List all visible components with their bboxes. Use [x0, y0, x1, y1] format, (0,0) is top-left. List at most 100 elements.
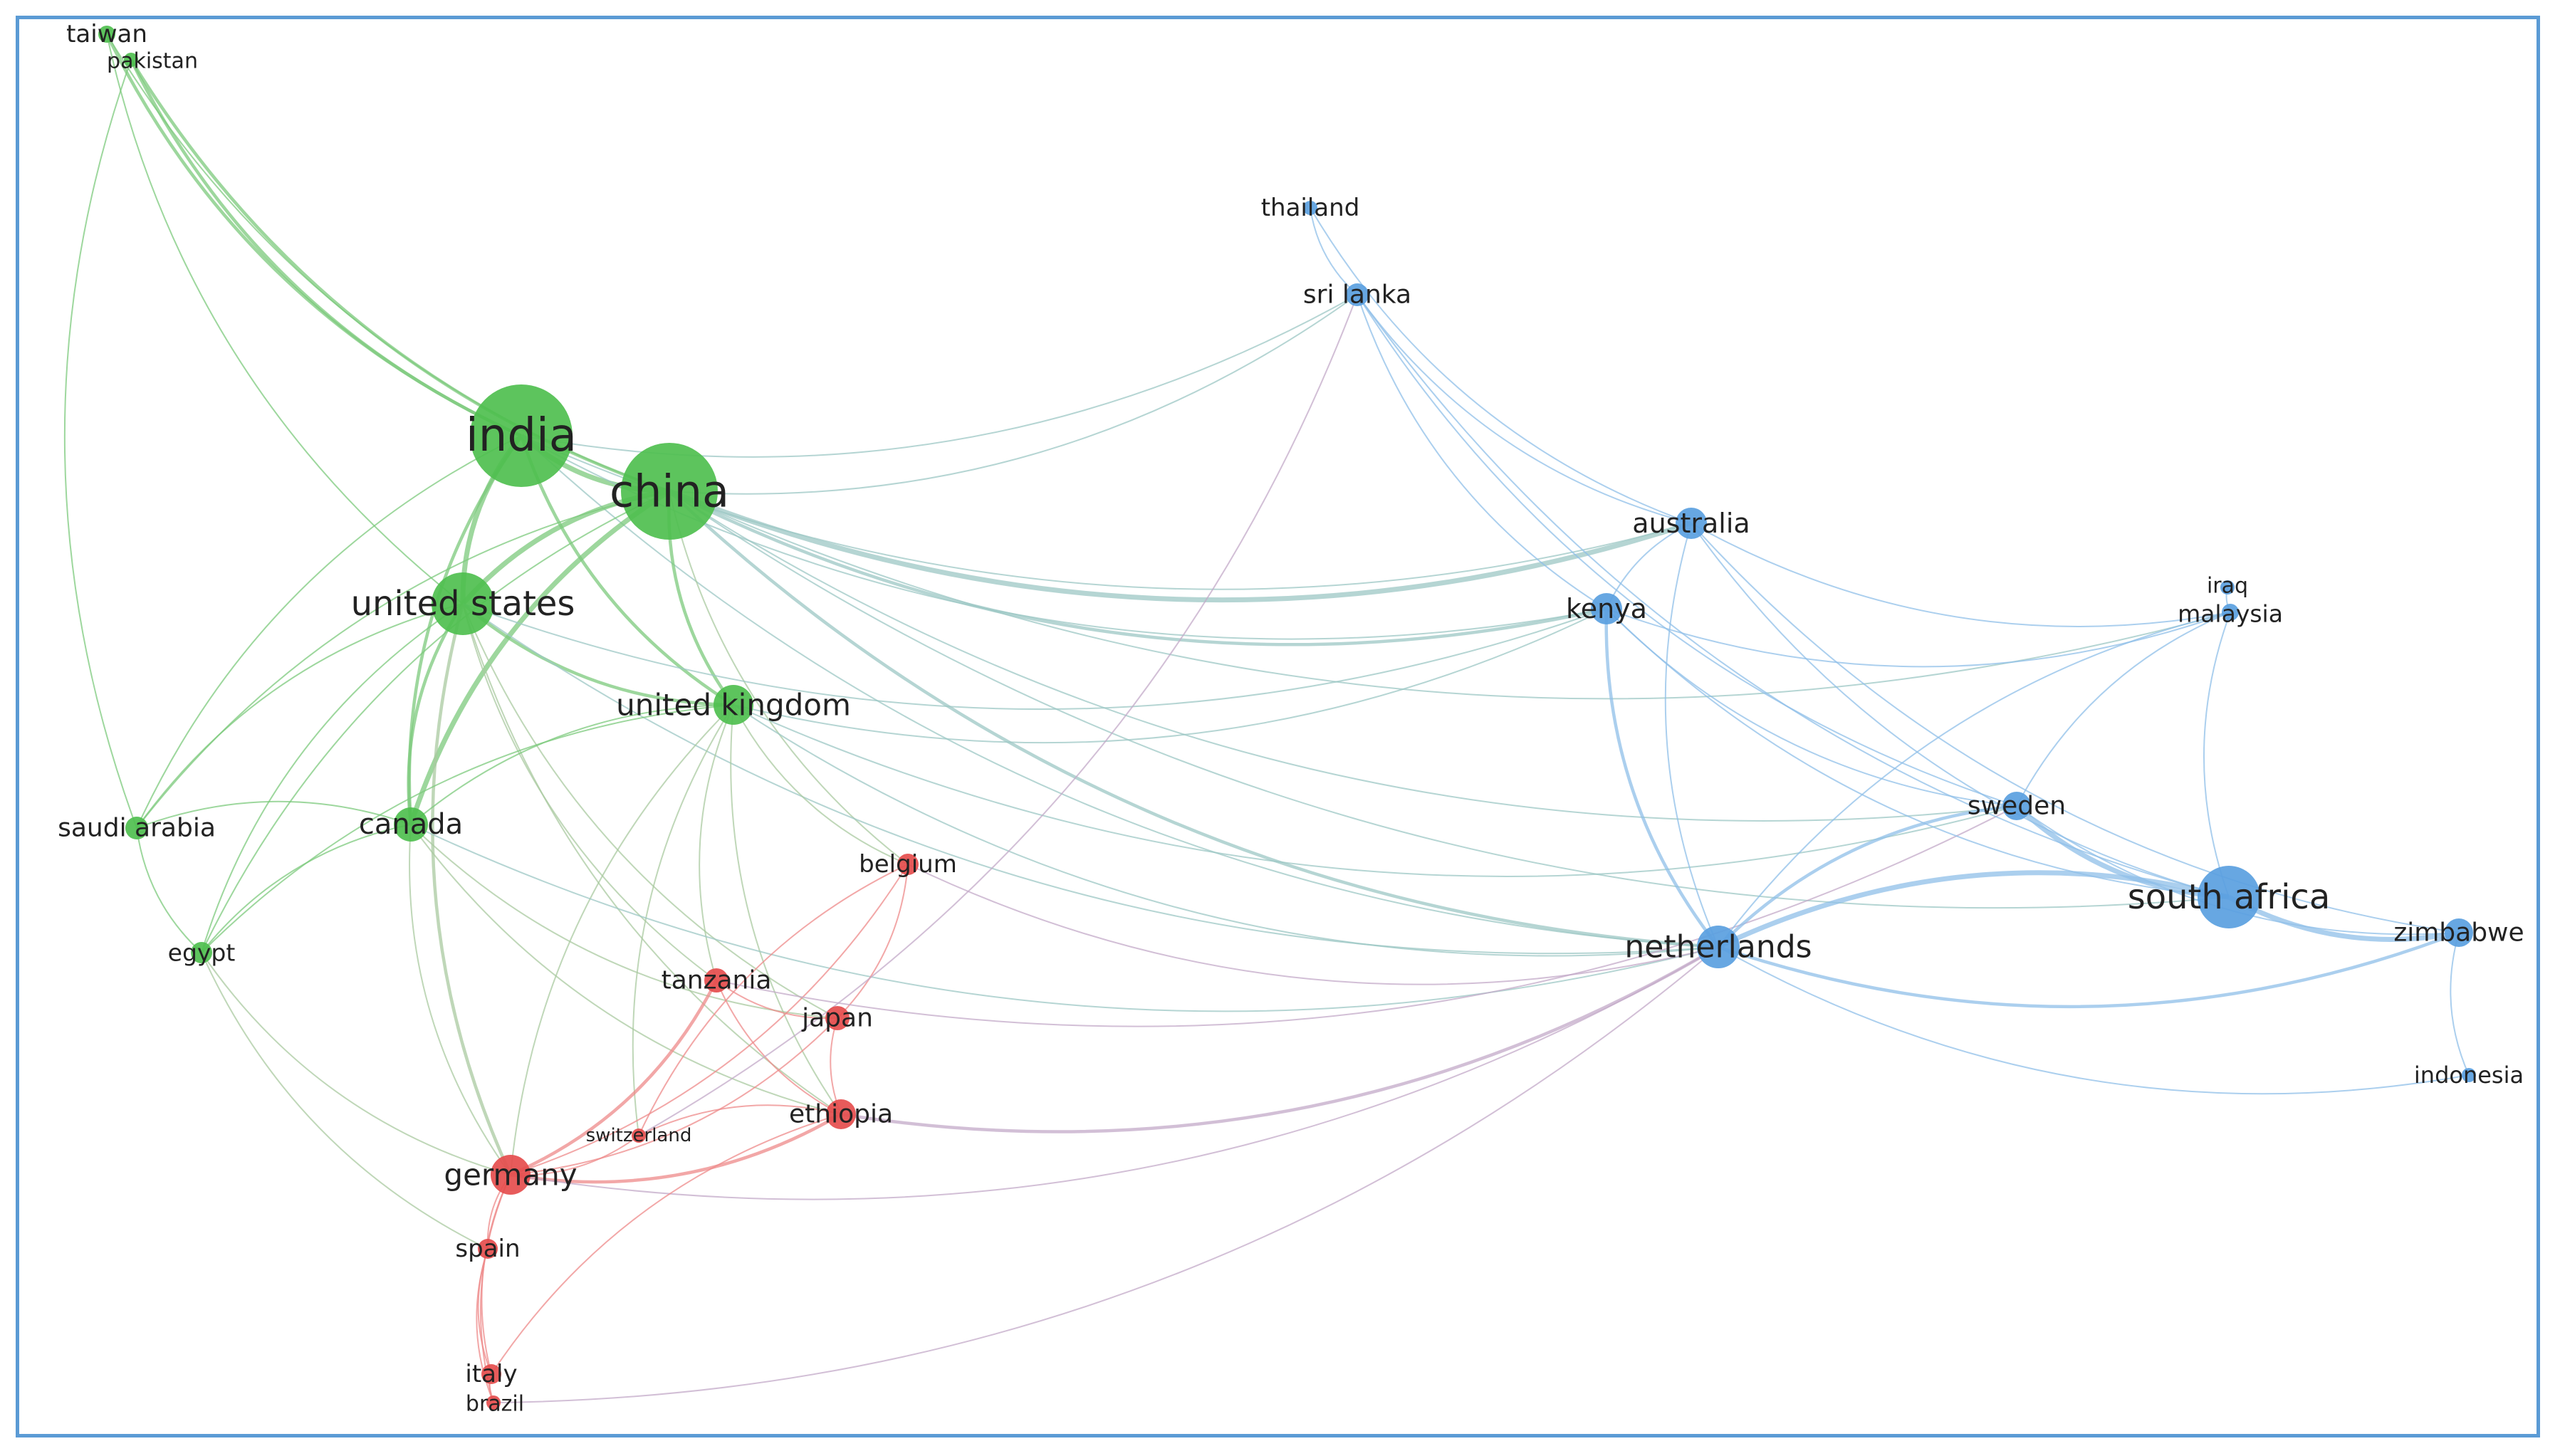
node-canada[interactable]: [394, 807, 428, 842]
node-china[interactable]: [621, 443, 718, 540]
link-spain-brazil: [476, 1248, 494, 1403]
link-china-sweden: [669, 491, 2017, 822]
link-india-saudi-arabia: [136, 435, 522, 829]
link-china-netherlands: [668, 490, 1719, 949]
label-china: china: [610, 466, 729, 518]
link-malaysia-sweden: [2016, 612, 2231, 807]
node-south-africa[interactable]: [2198, 866, 2260, 928]
node-japan[interactable]: [825, 1006, 850, 1030]
node-brazil[interactable]: [486, 1395, 501, 1410]
link-china-saudi-arabia: [136, 491, 670, 829]
node-zimbabwe[interactable]: [2445, 918, 2473, 947]
link-sri-lanka-sweden: [1357, 294, 2017, 807]
link-united-states-saudi-arabia: [136, 603, 464, 829]
node-india[interactable]: [470, 384, 573, 487]
link-united-kingdom-ethiopia: [730, 704, 842, 1115]
link-australia-malaysia: [1691, 523, 2231, 627]
node-tanzania[interactable]: [704, 968, 728, 993]
link-tanzania-japan: [716, 980, 838, 1020]
node-iraq[interactable]: [2220, 580, 2235, 595]
node-australia[interactable]: [1676, 508, 1707, 539]
label-thailand: thailand: [1261, 194, 1360, 222]
link-united-kingdom-germany: [510, 704, 734, 1175]
link-germany-netherlands: [510, 946, 1719, 1200]
link-belgium-netherlands: [907, 864, 1719, 985]
node-germany[interactable]: [491, 1155, 531, 1195]
label-sweden: sweden: [1968, 792, 2066, 821]
link-taiwan-united-states: [106, 33, 464, 604]
link-united-states-tanzania: [462, 603, 717, 981]
link-south-africa-zimbabwe: [2227, 894, 2460, 942]
label-switzerland: switzerland: [586, 1125, 692, 1146]
link-germany-tanzania: [510, 979, 719, 1177]
label-south-africa: south africa: [2128, 877, 2330, 917]
link-taiwan-india: [105, 33, 522, 438]
link-canada-netherlands: [410, 824, 1719, 1012]
node-thailand[interactable]: [1303, 201, 1317, 215]
node-ethiopia[interactable]: [826, 1099, 856, 1129]
node-pakistan[interactable]: [124, 53, 138, 67]
node-switzerland[interactable]: [632, 1128, 646, 1143]
label-zimbabwe: zimbabwe: [2393, 918, 2524, 948]
link-united-kingdom-belgium: [733, 704, 909, 865]
label-kenya: kenya: [1566, 593, 1647, 624]
node-united-states[interactable]: [432, 572, 494, 635]
link-united-kingdom-canada: [410, 704, 734, 825]
node-kenya[interactable]: [1591, 593, 1622, 624]
node-spain[interactable]: [478, 1239, 498, 1259]
link-egypt-germany: [201, 952, 511, 1175]
node-united-kingdom[interactable]: [714, 685, 753, 725]
link-china-kenya: [668, 489, 1607, 646]
label-pakistan: pakistan: [107, 49, 198, 74]
link-china-south-africa: [669, 491, 2230, 909]
node-malaysia[interactable]: [2222, 604, 2239, 621]
node-saudi-arabia[interactable]: [125, 817, 148, 839]
label-australia: australia: [1632, 508, 1750, 539]
link-germany-japan: [510, 1017, 838, 1175]
link-belgium-switzerland: [638, 864, 909, 1136]
link-kenya-malaysia: [1606, 608, 2231, 668]
link-india-sri-lanka: [521, 294, 1358, 458]
label-indonesia: indonesia: [2414, 1062, 2524, 1089]
node-indonesia[interactable]: [2462, 1068, 2476, 1082]
link-india-netherlands: [521, 435, 1719, 948]
link-united-kingdom-egypt: [201, 704, 734, 953]
link-united-states-egypt: [201, 603, 464, 953]
node-netherlands[interactable]: [1697, 926, 1740, 968]
label-tanzania: tanzania: [662, 966, 772, 995]
link-china-belgium: [669, 491, 909, 865]
links-layer: [63, 33, 2470, 1403]
link-united-kingdom-tanzania: [699, 704, 734, 981]
link-netherlands-indonesia: [1718, 946, 2470, 1095]
nodes-layer: [98, 26, 2476, 1410]
link-switzerland-sri-lanka: [638, 294, 1358, 1136]
link-australia-netherlands: [1664, 523, 1719, 948]
label-germany: germany: [444, 1158, 577, 1193]
label-iraq: iraq: [2207, 574, 2248, 599]
link-germany-belgium: [510, 864, 909, 1175]
node-sri-lanka[interactable]: [1346, 283, 1369, 306]
link-thailand-australia: [1310, 207, 1692, 524]
link-germany-italy: [481, 1174, 511, 1375]
label-canada: canada: [359, 808, 463, 841]
link-pakistan-saudi-arabia: [63, 59, 137, 829]
link-united-states-united-kingdom: [461, 602, 734, 707]
label-italy: italy: [465, 1360, 517, 1388]
link-canada-egypt: [201, 824, 412, 953]
node-belgium[interactable]: [897, 854, 919, 875]
label-egypt: egypt: [168, 939, 236, 967]
link-china-canada: [408, 489, 671, 826]
node-italy[interactable]: [481, 1364, 501, 1384]
link-sri-lanka-south-africa: [1357, 294, 2230, 898]
link-united-states-ethiopia: [462, 603, 842, 1115]
link-united-kingdom-netherlands: [733, 704, 1719, 957]
node-egypt[interactable]: [191, 942, 212, 963]
link-ethiopia-italy: [491, 1114, 842, 1375]
node-sweden[interactable]: [2002, 792, 2031, 820]
link-kenya-netherlands: [1604, 608, 1720, 948]
link-tanzania-ethiopia: [716, 980, 842, 1115]
label-spain: spain: [455, 1235, 520, 1263]
node-taiwan[interactable]: [98, 26, 115, 43]
